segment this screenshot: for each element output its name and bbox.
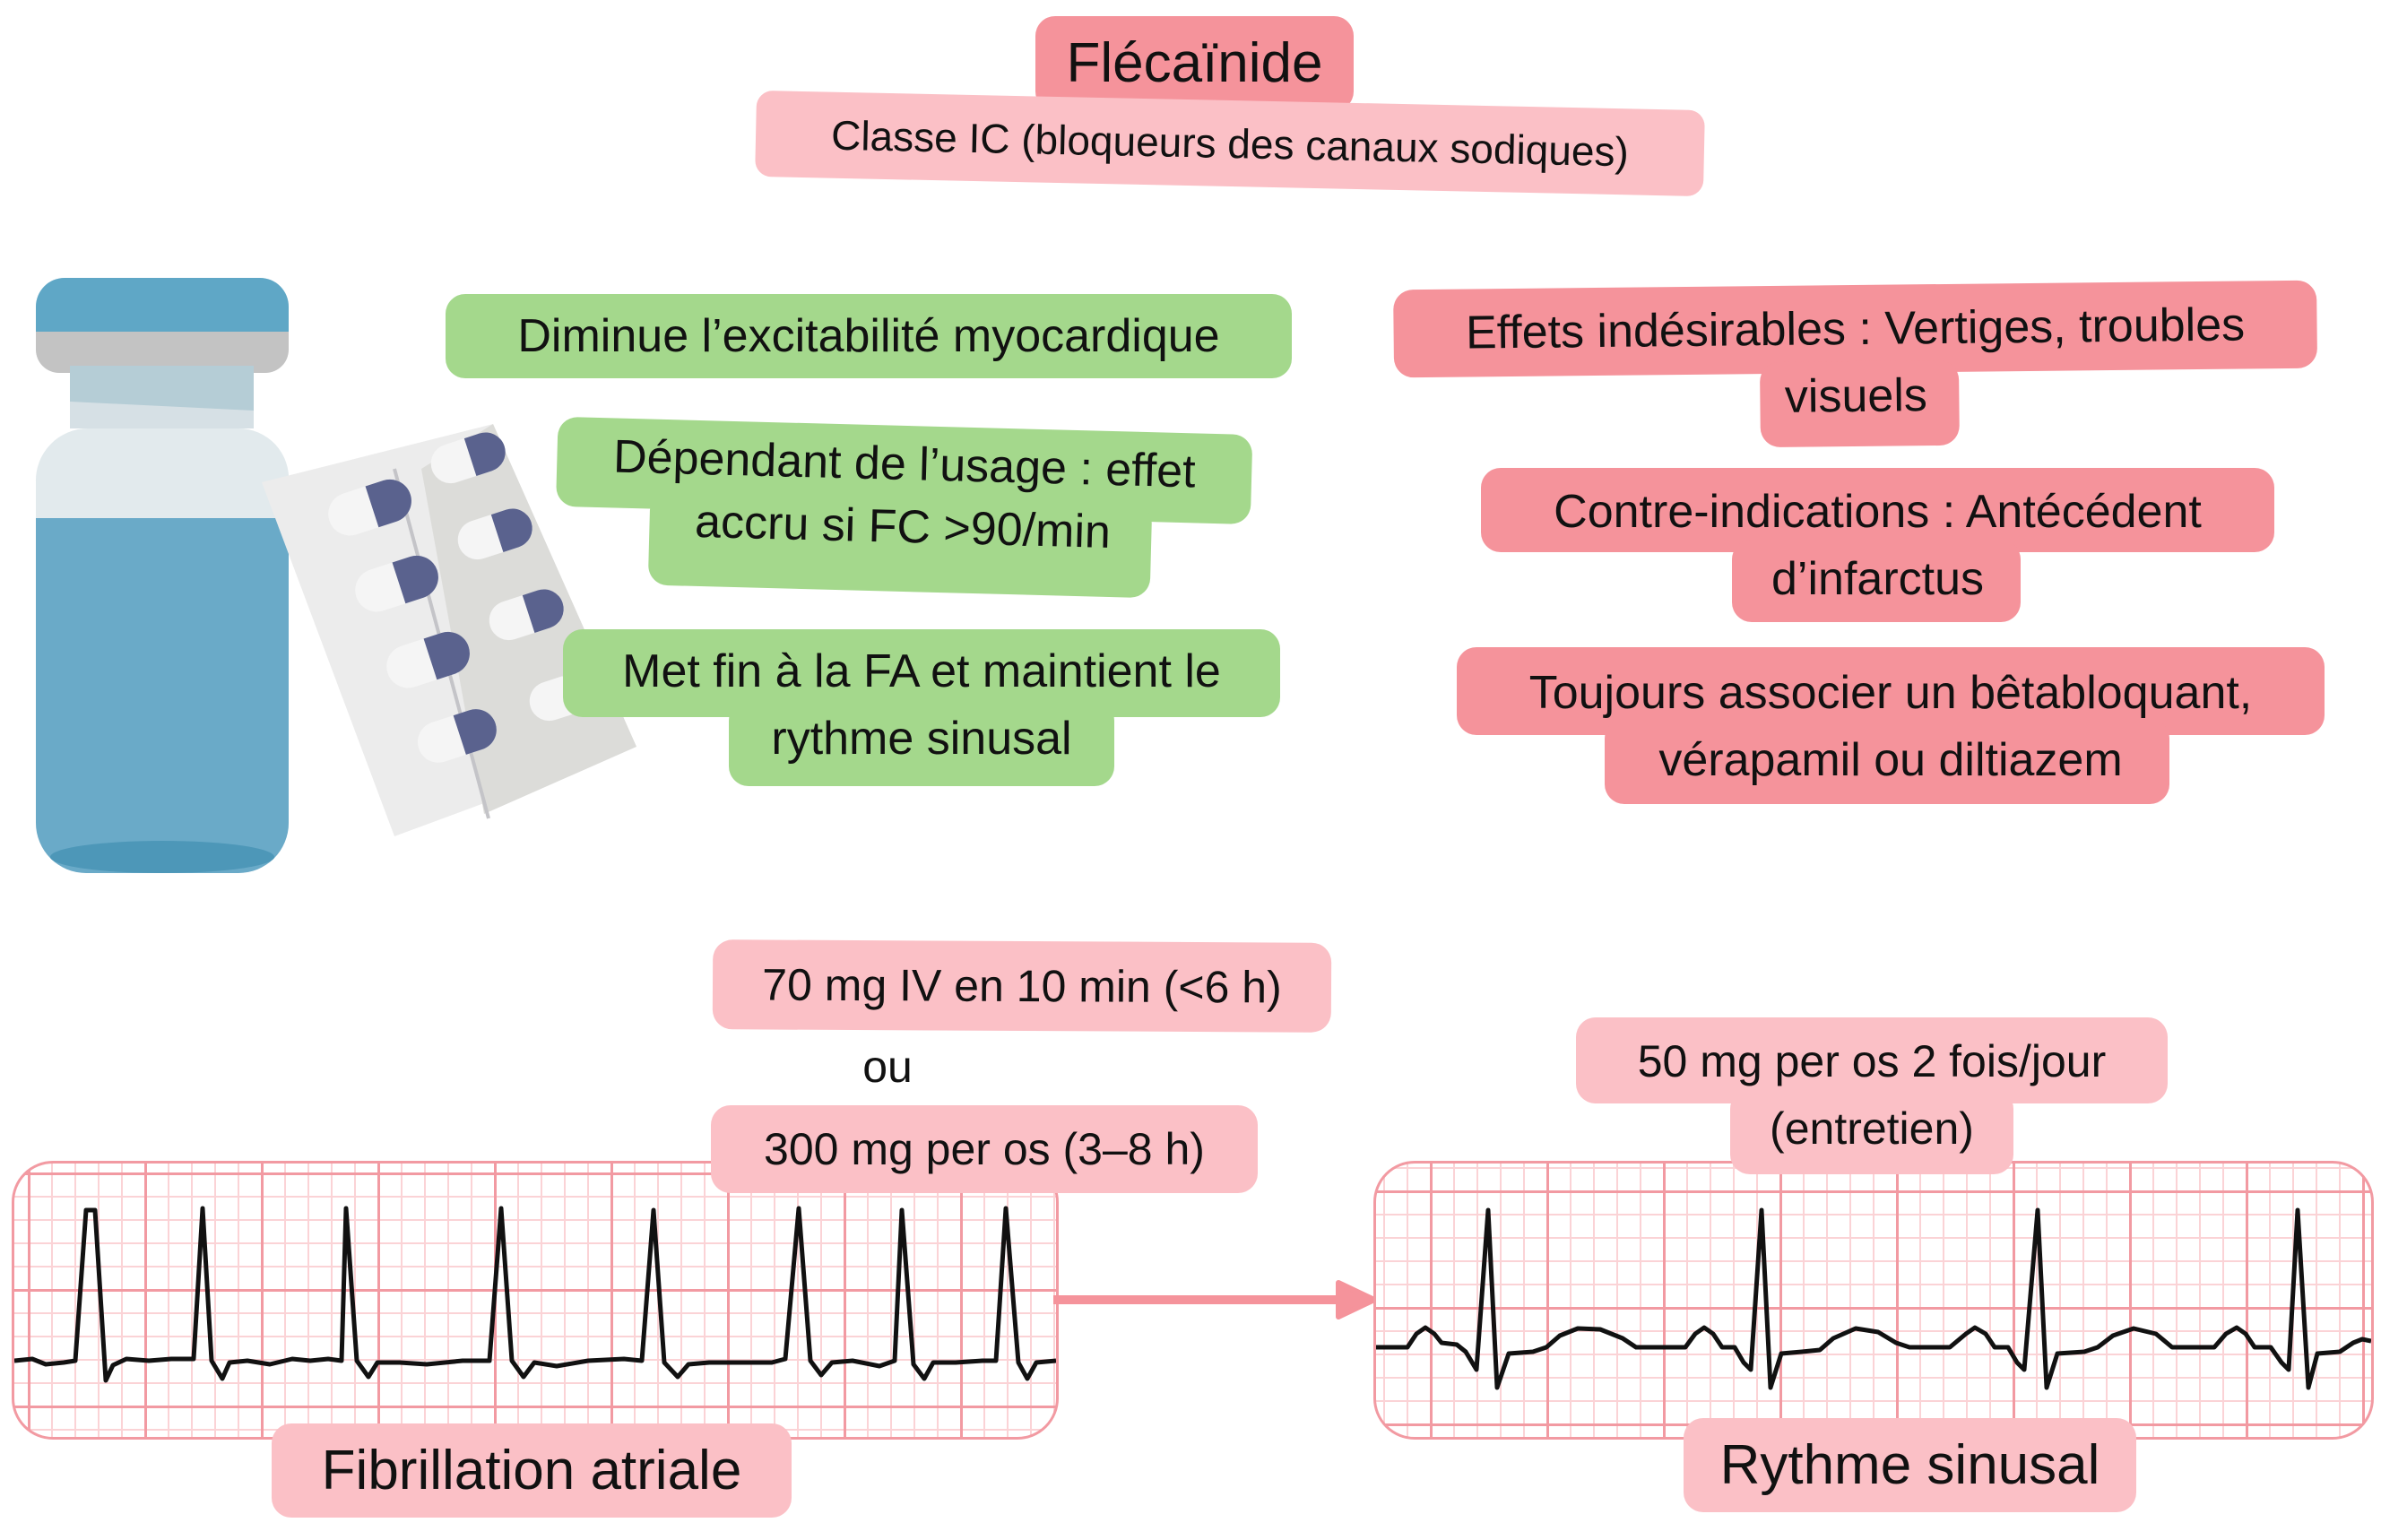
ecg-label-sinus-rhythm: Rythme sinusal xyxy=(1684,1418,2136,1512)
warning-text-line: Toujours associer un bêtabloquant, xyxy=(1528,667,2253,719)
warning-text-line: d’infarctus xyxy=(1771,553,1984,605)
medicine-vial-icon xyxy=(35,278,290,873)
mechanism-text: Diminue l’excitabilité myocardique xyxy=(517,310,1220,362)
dose-acute-iv: 70 mg IV en 10 min (<6 h) xyxy=(712,939,1332,1033)
mechanism-text-line: Met fin à la FA et maintient le xyxy=(622,645,1221,697)
dose-maintenance: 50 mg per os 2 fois/jour (entretien) xyxy=(1576,1017,2168,1174)
drug-title-text: Flécaïnide xyxy=(1066,32,1323,94)
warning-text-line: vérapamil ou diltiazem xyxy=(1658,734,2123,786)
ecg-trace-irregular xyxy=(14,1206,1056,1383)
dose-acute-oral: 300 mg per os (3–8 h) xyxy=(711,1105,1258,1193)
drug-class-text: Classe IC (bloqueurs des canaux sodiques… xyxy=(830,111,1630,176)
ecg-label-text: Fibrillation atriale xyxy=(321,1440,742,1501)
warning-text-line: Contre-indications : Antécédent xyxy=(1554,486,2202,538)
dose-or-separator: ou xyxy=(862,1042,913,1092)
warning-item-side-effects: Effets indésirables : Vertiges, troubles… xyxy=(1393,280,2318,452)
warning-text-line: visuels xyxy=(1784,369,1928,423)
mechanism-item: Dépendant de l’usage : effet accru si FC… xyxy=(554,416,1258,605)
ecg-trace-regular xyxy=(1376,1207,2371,1390)
mechanism-item: Diminue l’excitabilité myocardique xyxy=(446,294,1292,378)
ecg-strip-sinus-rhythm xyxy=(1373,1161,2374,1440)
dose-maintenance-text-line: 50 mg per os 2 fois/jour xyxy=(1637,1036,2107,1086)
arrow-right-icon xyxy=(1053,1280,1376,1319)
warning-item-contraindications: Contre-indications : Antécédent d’infarc… xyxy=(1481,468,2274,622)
mechanism-text-line: rythme sinusal xyxy=(771,713,1072,765)
drug-title: Flécaïnide xyxy=(1035,16,1354,111)
dose-acute-iv-text: 70 mg IV en 10 min (<6 h) xyxy=(762,959,1282,1013)
mechanism-item: Met fin à la FA et maintient le rythme s… xyxy=(563,629,1280,786)
ecg-strip-atrial-fibrillation xyxy=(12,1161,1059,1440)
dose-maintenance-text-line: (entretien) xyxy=(1770,1103,1974,1154)
drug-class-subtitle: Classe IC (bloqueurs des canaux sodiques… xyxy=(755,90,1705,197)
ecg-label-text: Rythme sinusal xyxy=(1719,1434,2100,1496)
warning-text-line: Effets indésirables : Vertiges, troubles xyxy=(1465,298,2246,359)
warning-item-associations: Toujours associer un bêtabloquant, vérap… xyxy=(1457,647,2325,804)
ecg-label-atrial-fibrillation: Fibrillation atriale xyxy=(272,1423,792,1518)
dose-acute-oral-text: 300 mg per os (3–8 h) xyxy=(764,1124,1205,1174)
